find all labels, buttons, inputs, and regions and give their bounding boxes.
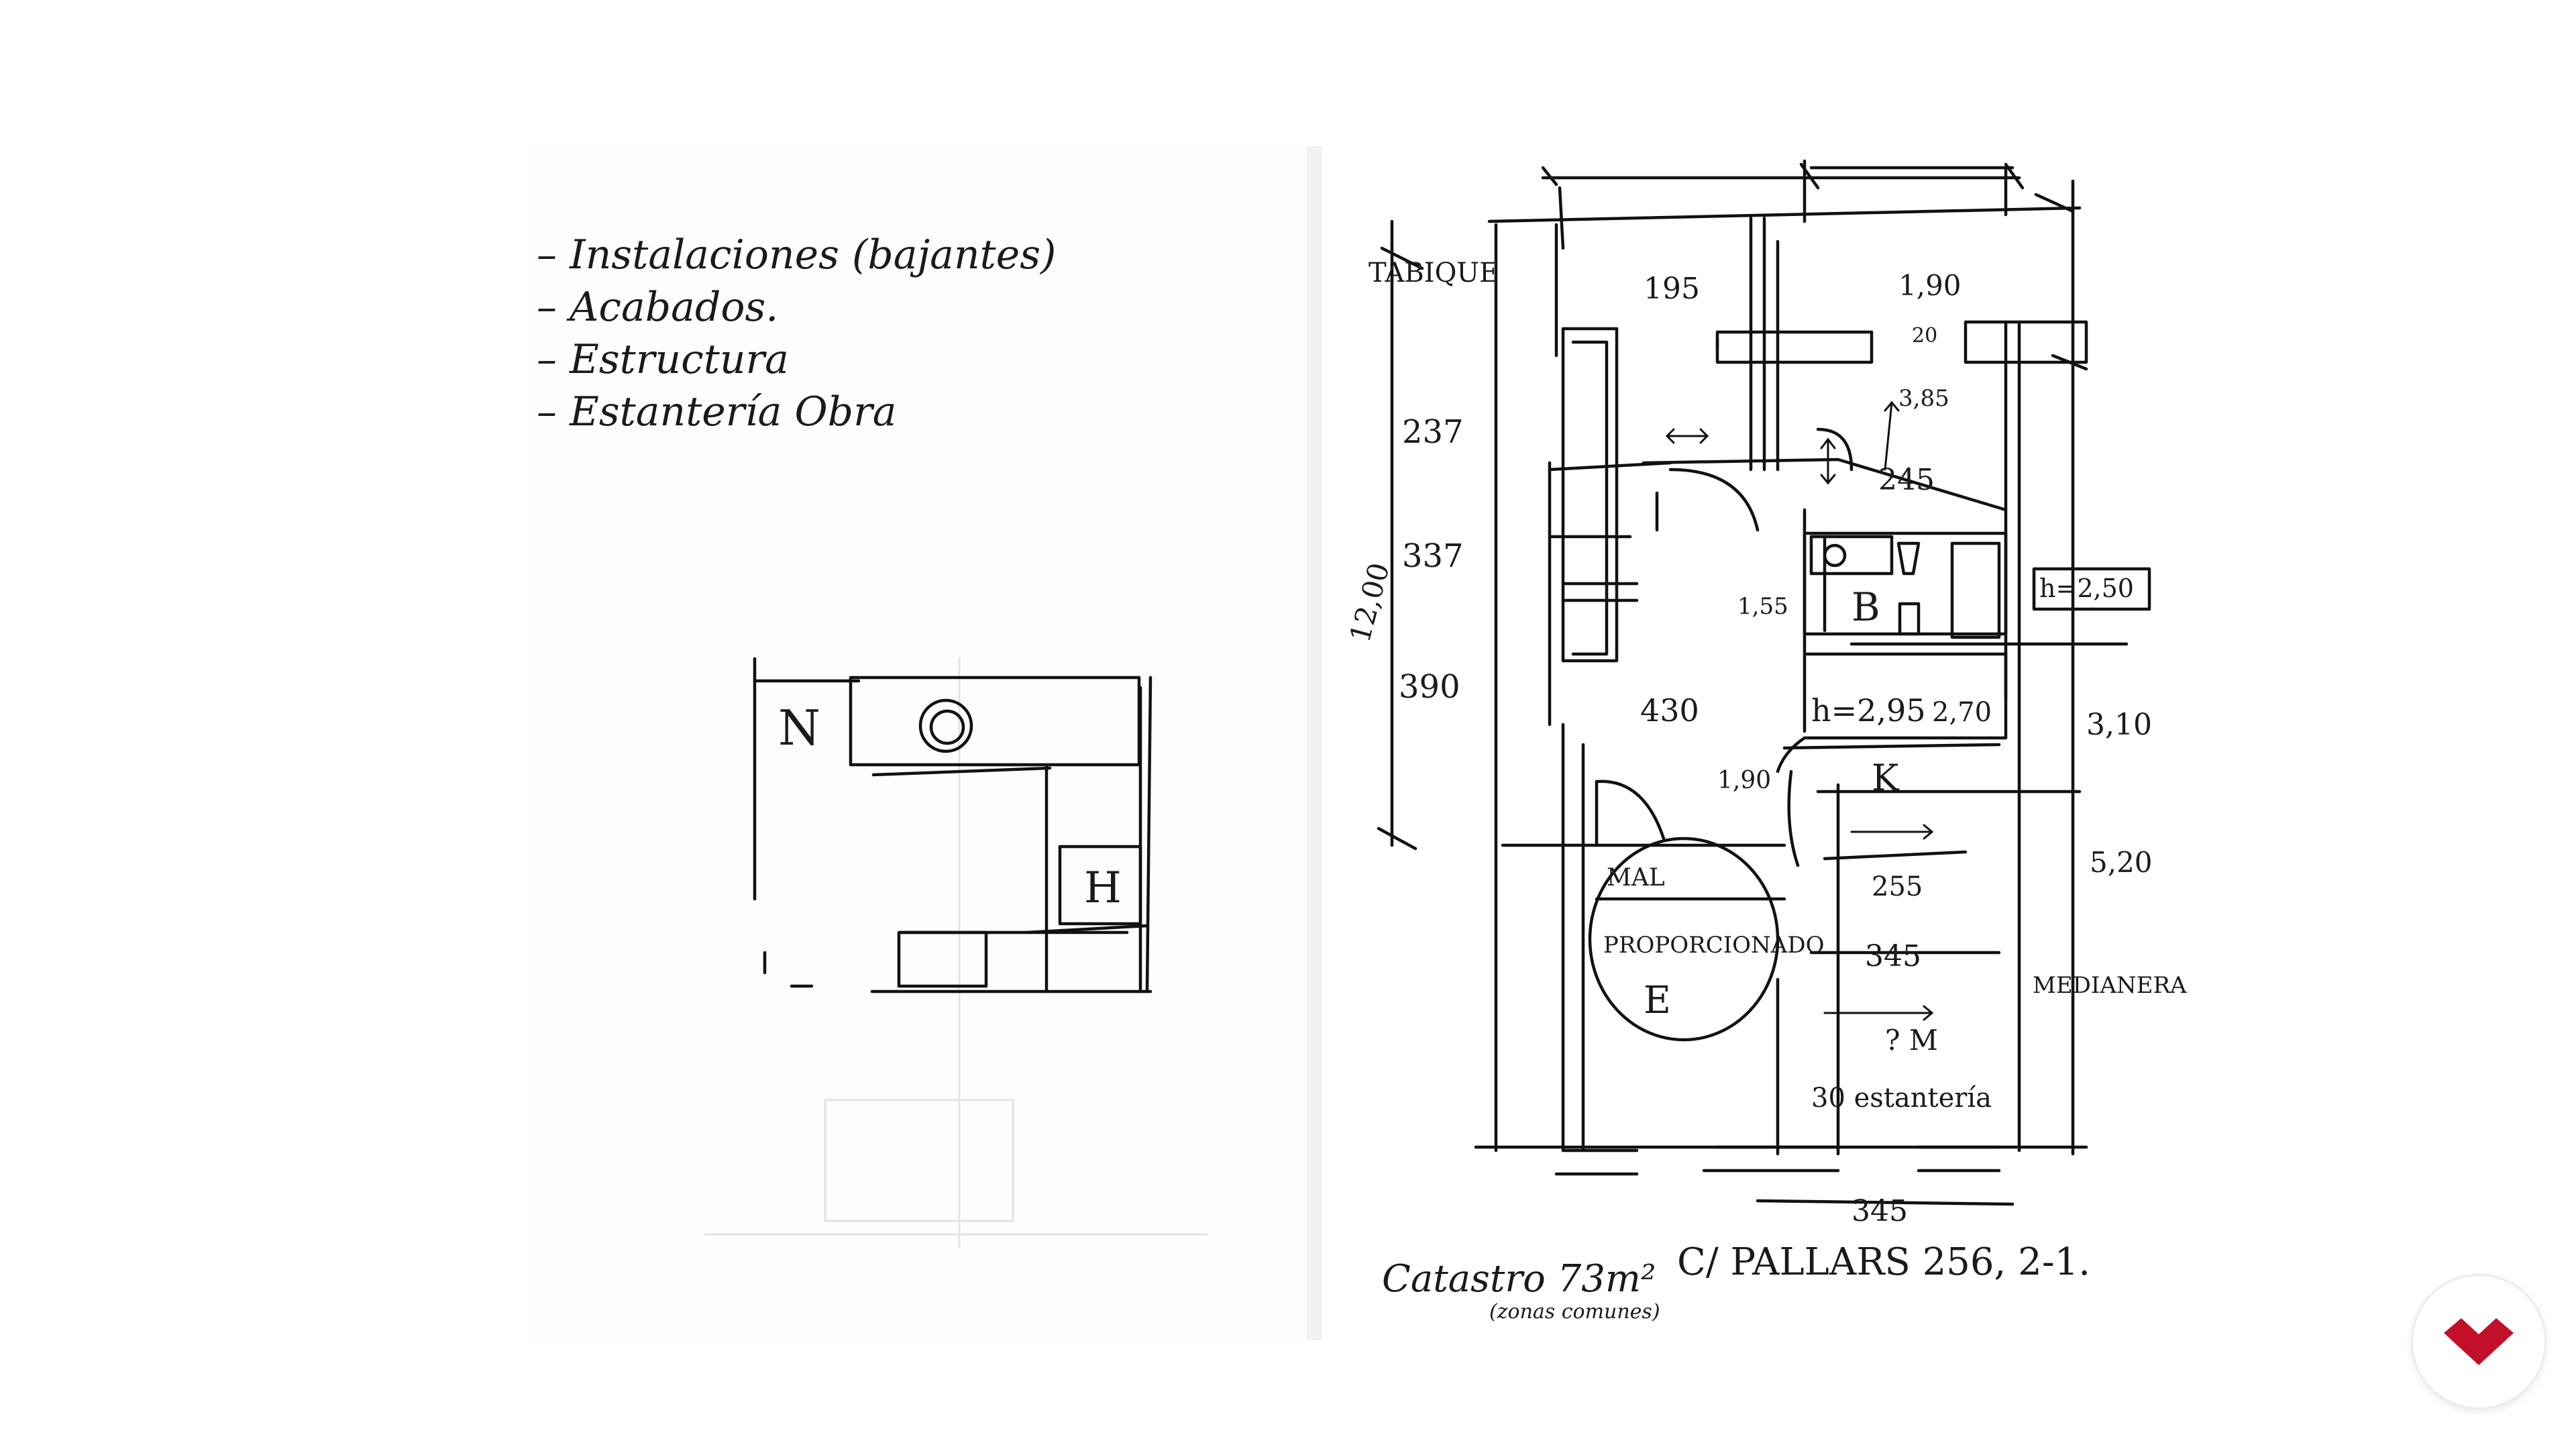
sink-symbol <box>918 698 973 753</box>
plan-label-h: H <box>1084 863 1122 913</box>
room-k: K <box>1872 757 1900 799</box>
note-instalaciones: – Instalaciones (bajantes) <box>537 231 1056 278</box>
dim-245: 245 <box>1878 463 1935 497</box>
plan-footer: Catastro 73m² (zonas comunes) C/ PALLARS… <box>1382 1240 2090 1324</box>
dim-337: 337 <box>1402 537 1464 575</box>
note-estructura: – Estructura <box>537 336 789 383</box>
note-estanteria: 30 estantería <box>1811 1083 1992 1114</box>
dim-237: 237 <box>1402 413 1464 451</box>
height-250: h=2,50 <box>2039 574 2134 603</box>
label-medianera: MEDIANERA <box>2033 972 2187 999</box>
dim-255: 255 <box>1872 871 1923 902</box>
height-295: h=2,95 <box>1811 692 1926 729</box>
label-tabique: TABIQUE <box>1368 258 1499 288</box>
note-acabados: – Acabados. <box>537 284 778 331</box>
apartment-floor-plan <box>1377 159 2151 1206</box>
dim-390: 390 <box>1399 668 1460 706</box>
room-e: E <box>1644 979 1671 1022</box>
dim-195: 195 <box>1644 272 1700 306</box>
dim-345b: 345 <box>1851 1194 1908 1228</box>
address: C/ PALLARS 256, 2-1. <box>1677 1240 2090 1284</box>
left-page <box>530 146 1320 1340</box>
dim-155: 1,55 <box>1737 593 1788 620</box>
right-page <box>1320 146 2153 1340</box>
catastro-area: Catastro 73m² <box>1382 1257 1656 1301</box>
dim-190: 1,90 <box>1898 269 1962 302</box>
proportion-ellipse <box>1588 837 1780 1042</box>
dim-345: 345 <box>1865 939 1921 973</box>
note-estanteria-obra: – Estantería Obra <box>537 388 897 435</box>
notes-list: – Instalaciones (bajantes) – Acabados. –… <box>537 231 1056 435</box>
brand-logo-button[interactable] <box>2413 1276 2544 1407</box>
dim-270: 2,70 <box>1932 697 1992 728</box>
dim-310: 3,10 <box>2086 708 2152 742</box>
catastro-area-note: (zonas comunes) <box>1489 1300 1660 1324</box>
dim-190b: 1,90 <box>1717 767 1771 794</box>
brand-chevron-icon <box>2444 1318 2514 1365</box>
dim-20: 20 <box>1912 324 1937 347</box>
room-m: ? M <box>1885 1024 1938 1057</box>
note-mal: MAL <box>1607 864 1665 892</box>
kitchen-plan-sketch: N H <box>753 657 1152 994</box>
dim-385: 3,85 <box>1898 385 1949 412</box>
note-proporcionado: PROPORCIONADO <box>1603 932 1824 959</box>
dim-430: 430 <box>1640 692 1699 729</box>
dim-520: 5,20 <box>2090 846 2153 879</box>
plan-label-n: N <box>778 700 820 756</box>
page-gutter <box>1307 146 1322 1340</box>
room-b: B <box>1851 584 1880 630</box>
